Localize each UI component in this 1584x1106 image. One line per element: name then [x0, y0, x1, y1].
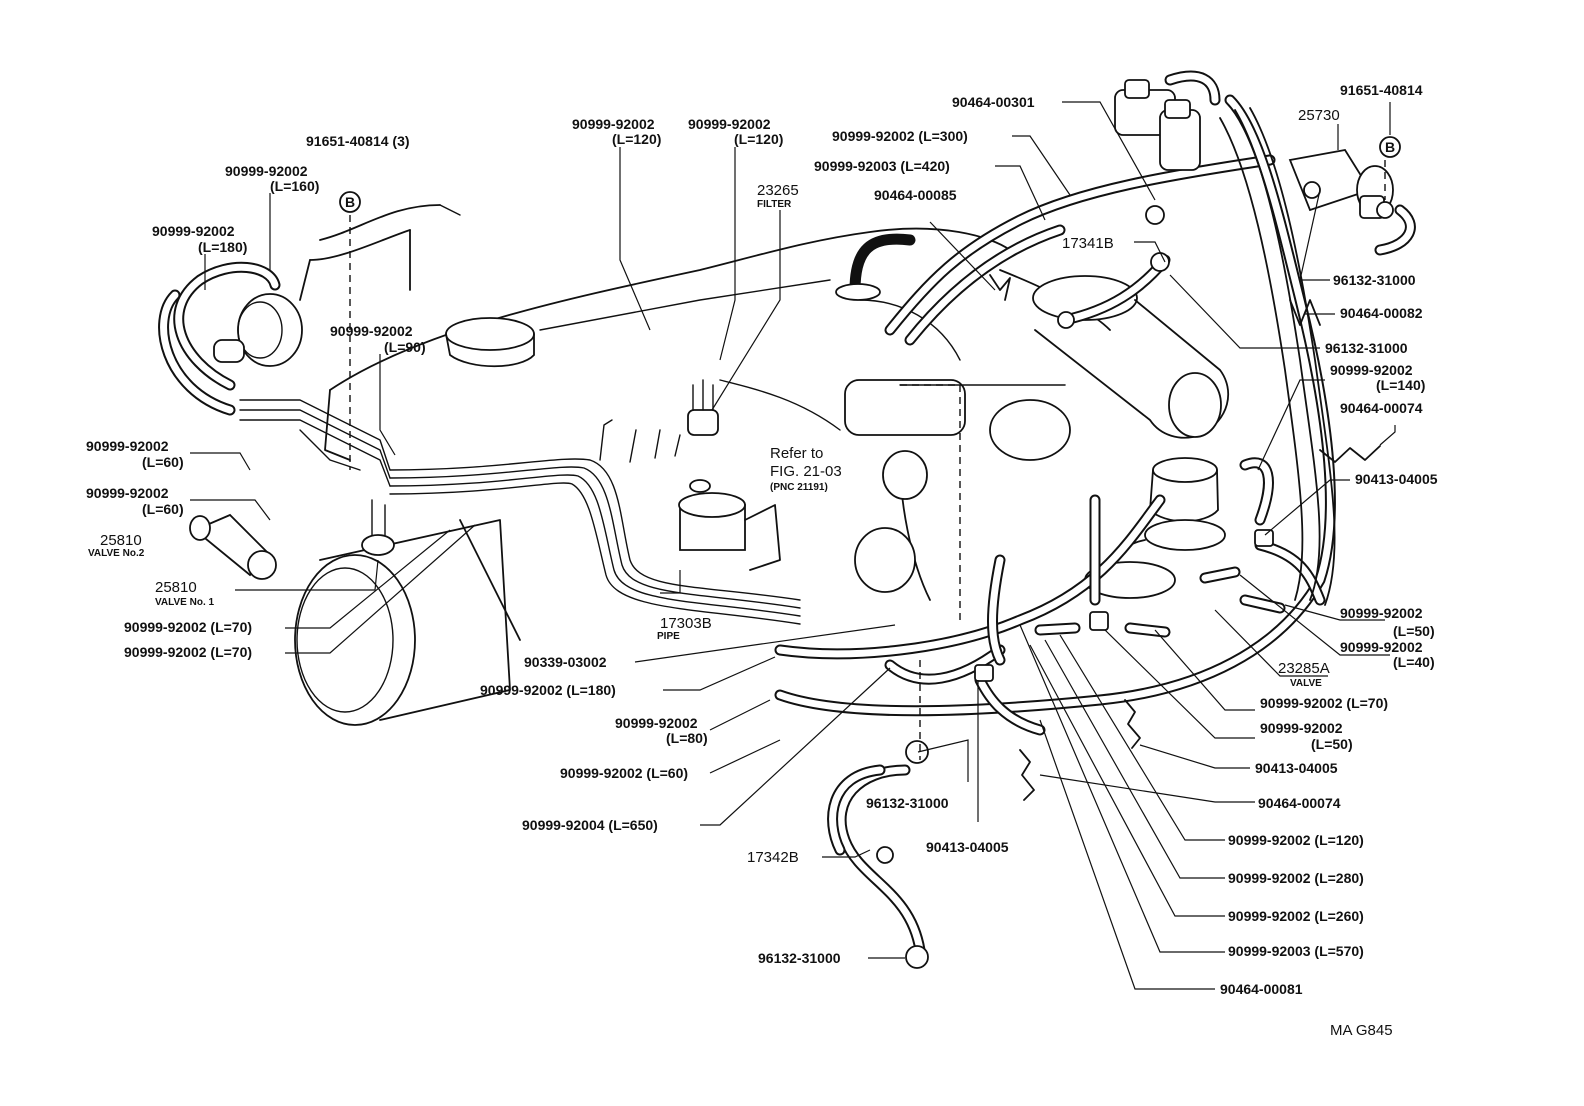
label-hose-l80: 90999-92002 [615, 715, 698, 731]
label-drawing-code: MA G845 [1330, 1022, 1393, 1039]
vacuum-actuator-center [678, 479, 781, 571]
label-23285a: 23285A [1278, 660, 1330, 677]
label-hose-l60-b: 90999-92002 [86, 485, 169, 501]
part-labels: 91651-40814 (3) 90999-92002 (L=160) 9099… [86, 82, 1438, 1039]
label-90464-00085: 90464-00085 [874, 187, 957, 203]
reference-dashed-lines [349, 160, 1386, 760]
leader-lines [190, 101, 1396, 990]
hose-clamps [876, 181, 1394, 969]
label-90464-00081: 90464-00081 [1220, 981, 1303, 997]
label-90413-04005-a: 90413-04005 [1355, 471, 1438, 487]
label-90464-00082: 90464-00082 [1340, 305, 1423, 321]
label-90464-00301: 90464-00301 [952, 94, 1035, 110]
label-hose-l180-b: 90999-92002 (L=180) [480, 682, 616, 698]
label-hose-l420: 90999-92003 (L=420) [814, 158, 950, 174]
hose-clips [989, 274, 1381, 801]
air-cleaner-housing [294, 519, 511, 726]
label-valve: VALVE [1290, 678, 1322, 689]
label-91651-40814-3: 91651-40814 (3) [306, 133, 410, 149]
label-pnc-21191: (PNC 21191) [770, 482, 828, 493]
label-hose-l650: 90999-92004 (L=650) [522, 817, 658, 833]
three-way-joints [974, 529, 1274, 682]
label-hose-l50-b-len: (L=50) [1311, 736, 1353, 752]
label-90464-00074-b: 90464-00074 [1258, 795, 1341, 811]
label-25730: 25730 [1298, 107, 1340, 124]
label-valve-no2: VALVE No.2 [88, 548, 145, 559]
label-hose-l40-len: (L=40) [1393, 654, 1435, 670]
label-hose-l70-a: 90999-92002 (L=70) [124, 619, 252, 635]
callout-b-text-left: B [345, 194, 355, 210]
label-hose-l160: 90999-92002 [225, 163, 308, 179]
label-90464-00074-a: 90464-00074 [1340, 400, 1423, 416]
label-fig-21-03: FIG. 21-03 [770, 463, 842, 480]
label-hose-l70-c: 90999-92002 (L=70) [1260, 695, 1388, 711]
label-90413-04005-bottom: 90413-04005 [926, 839, 1009, 855]
label-17341b: 17341B [1062, 235, 1114, 252]
label-hose-l120-a: 90999-92002 [572, 116, 655, 132]
vsv-upper-right [1114, 70, 1221, 171]
label-hose-l60-c: 90999-92002 (L=60) [560, 765, 688, 781]
label-hose-l50-a-len: (L=50) [1393, 623, 1435, 639]
label-pipe: PIPE [657, 631, 680, 642]
label-hose-l180-len: (L=180) [198, 239, 247, 255]
label-23265: 23265 [757, 182, 799, 199]
label-valve-no1: VALVE No. 1 [155, 597, 215, 608]
bracket-upper-left [299, 204, 461, 301]
intake-elbow [835, 233, 916, 301]
label-hose-l60-b-len: (L=60) [142, 501, 184, 517]
label-hose-l60-a: 90999-92002 [86, 438, 169, 454]
label-hose-l300: 90999-92002 (L=300) [832, 128, 968, 144]
label-25810-valve1: 25810 [155, 579, 197, 596]
label-25810-valve2: 25810 [100, 532, 142, 549]
label-hose-l180: 90999-92002 [152, 223, 235, 239]
label-hose-l50-a: 90999-92002 [1340, 605, 1423, 621]
label-refer-to: Refer to [770, 445, 823, 462]
label-96132-31000-b: 96132-31000 [1325, 340, 1408, 356]
label-hose-l280: 90999-92002 (L=280) [1228, 870, 1364, 886]
label-91651-40814: 91651-40814 [1340, 82, 1423, 98]
label-hose-l80-len: (L=80) [666, 730, 708, 746]
label-96132-31000-mid: 96132-31000 [866, 795, 949, 811]
right-vertical-hoses [1219, 107, 1336, 606]
label-filter: FILTER [757, 199, 792, 210]
label-hose-l90: 90999-92002 [330, 323, 413, 339]
vacuum-diaphragm-left [213, 293, 303, 367]
label-hose-l570: 90999-92003 (L=570) [1228, 943, 1364, 959]
vsv-25730-body [1288, 149, 1416, 256]
carburetor-assembly [844, 379, 1071, 620]
label-hose-l120-b-len: (L=120) [734, 131, 783, 147]
callout-b-marker-right: B [1379, 136, 1401, 158]
oil-filler-cap [445, 317, 535, 368]
label-hose-l140-len: (L=140) [1376, 377, 1425, 393]
label-17303b: 17303B [660, 615, 712, 632]
pipe-bundle-173038 [389, 419, 801, 625]
label-96132-31000-a: 96132-31000 [1333, 272, 1416, 288]
label-hose-l140: 90999-92002 [1330, 362, 1413, 378]
label-hose-l40: 90999-92002 [1340, 639, 1423, 655]
label-hose-l70-b: 90999-92002 (L=70) [124, 644, 252, 660]
label-hose-l60-a-len: (L=60) [142, 454, 184, 470]
label-hose-l120-a-len: (L=120) [612, 131, 661, 147]
label-90413-04005-b: 90413-04005 [1255, 760, 1338, 776]
filter-23265-body [687, 379, 719, 436]
valve-no2-body [189, 513, 277, 580]
label-96132-31000-bottom: 96132-31000 [758, 950, 841, 966]
callout-b-marker-left: B [339, 191, 361, 213]
label-hose-l260: 90999-92002 (L=260) [1228, 908, 1364, 924]
valve-no1-body [361, 499, 395, 556]
label-90339-03002: 90339-03002 [524, 654, 607, 670]
label-hose-l120-b: 90999-92002 [688, 116, 771, 132]
hose-17342b [827, 764, 926, 956]
callout-b-text-right: B [1385, 139, 1395, 155]
label-hose-l50-b: 90999-92002 [1260, 720, 1343, 736]
label-hose-l160-len: (L=160) [270, 178, 319, 194]
left-hose-group [158, 261, 391, 487]
label-hose-l90-len: (L=90) [384, 339, 426, 355]
label-hose-l120-c: 90999-92002 (L=120) [1228, 832, 1364, 848]
label-17342b: 17342B [747, 849, 799, 866]
